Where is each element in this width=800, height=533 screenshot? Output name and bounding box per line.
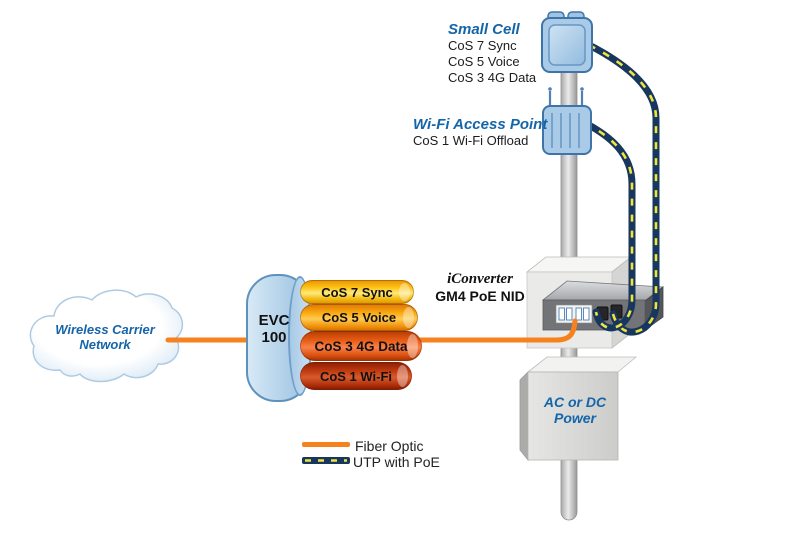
pipe-cos3-4g-data: CoS 3 4G Data (300, 331, 422, 361)
pipe-cos7-label: CoS 7 Sync (321, 284, 393, 300)
wifi-ap-device (542, 87, 592, 155)
power-box-label: AC or DC Power (543, 394, 607, 426)
small-cell-line-1: CoS 7 Sync (448, 38, 517, 53)
wifi-ap-ridges (551, 113, 580, 148)
wifi-ap-callout: Wi-Fi Access Point CoS 1 Wi-Fi Offload (413, 116, 547, 149)
nid-callout: iConverter GM4 PoE NID (430, 271, 530, 304)
small-cell-device (541, 11, 593, 73)
legend-utp-label: UTP with PoE (353, 454, 440, 470)
cloud-label: Wireless Carrier Network (55, 322, 155, 352)
small-cell-line-2: CoS 5 Voice (448, 54, 520, 69)
pipe-cos3-label: CoS 3 4G Data (314, 338, 408, 354)
small-cell-line-3: CoS 3 4G Data (448, 70, 537, 85)
small-cell-title: Small Cell (448, 21, 520, 38)
utp-cable-small-cell (585, 41, 660, 336)
pipe-cos5-label: CoS 5 Voice (321, 310, 397, 325)
nid-port-pins (558, 307, 590, 321)
nid-model: GM4 PoE NID (435, 288, 525, 304)
utp-cable-wifi-ap (581, 119, 636, 332)
pipe-cos1-label: CoS 1 Wi-Fi (319, 368, 393, 384)
pipe-cos7-sync: CoS 7 Sync (300, 280, 414, 304)
evc-label: EVC 100 (258, 312, 290, 346)
pipe-cos1-wifi: CoS 1 Wi-Fi (300, 362, 412, 390)
legend-fiber-label: Fiber Optic (355, 438, 424, 454)
cloud-shape (29, 289, 184, 383)
pipe-cos5-voice: CoS 5 Voice (300, 304, 418, 331)
small-cell-callout: Small Cell CoS 7 Sync CoS 5 Voice CoS 3 … (448, 21, 536, 86)
fiber-optic-cable (165, 318, 578, 343)
nid-brand: iConverter (447, 271, 513, 287)
legend-fiber-swatch (302, 442, 350, 447)
wifi-ap-title: Wi-Fi Access Point (413, 116, 548, 133)
power-box (519, 356, 638, 462)
wifi-ap-line-1: CoS 1 Wi-Fi Offload (413, 133, 529, 148)
legend-utp-swatch (302, 457, 350, 464)
